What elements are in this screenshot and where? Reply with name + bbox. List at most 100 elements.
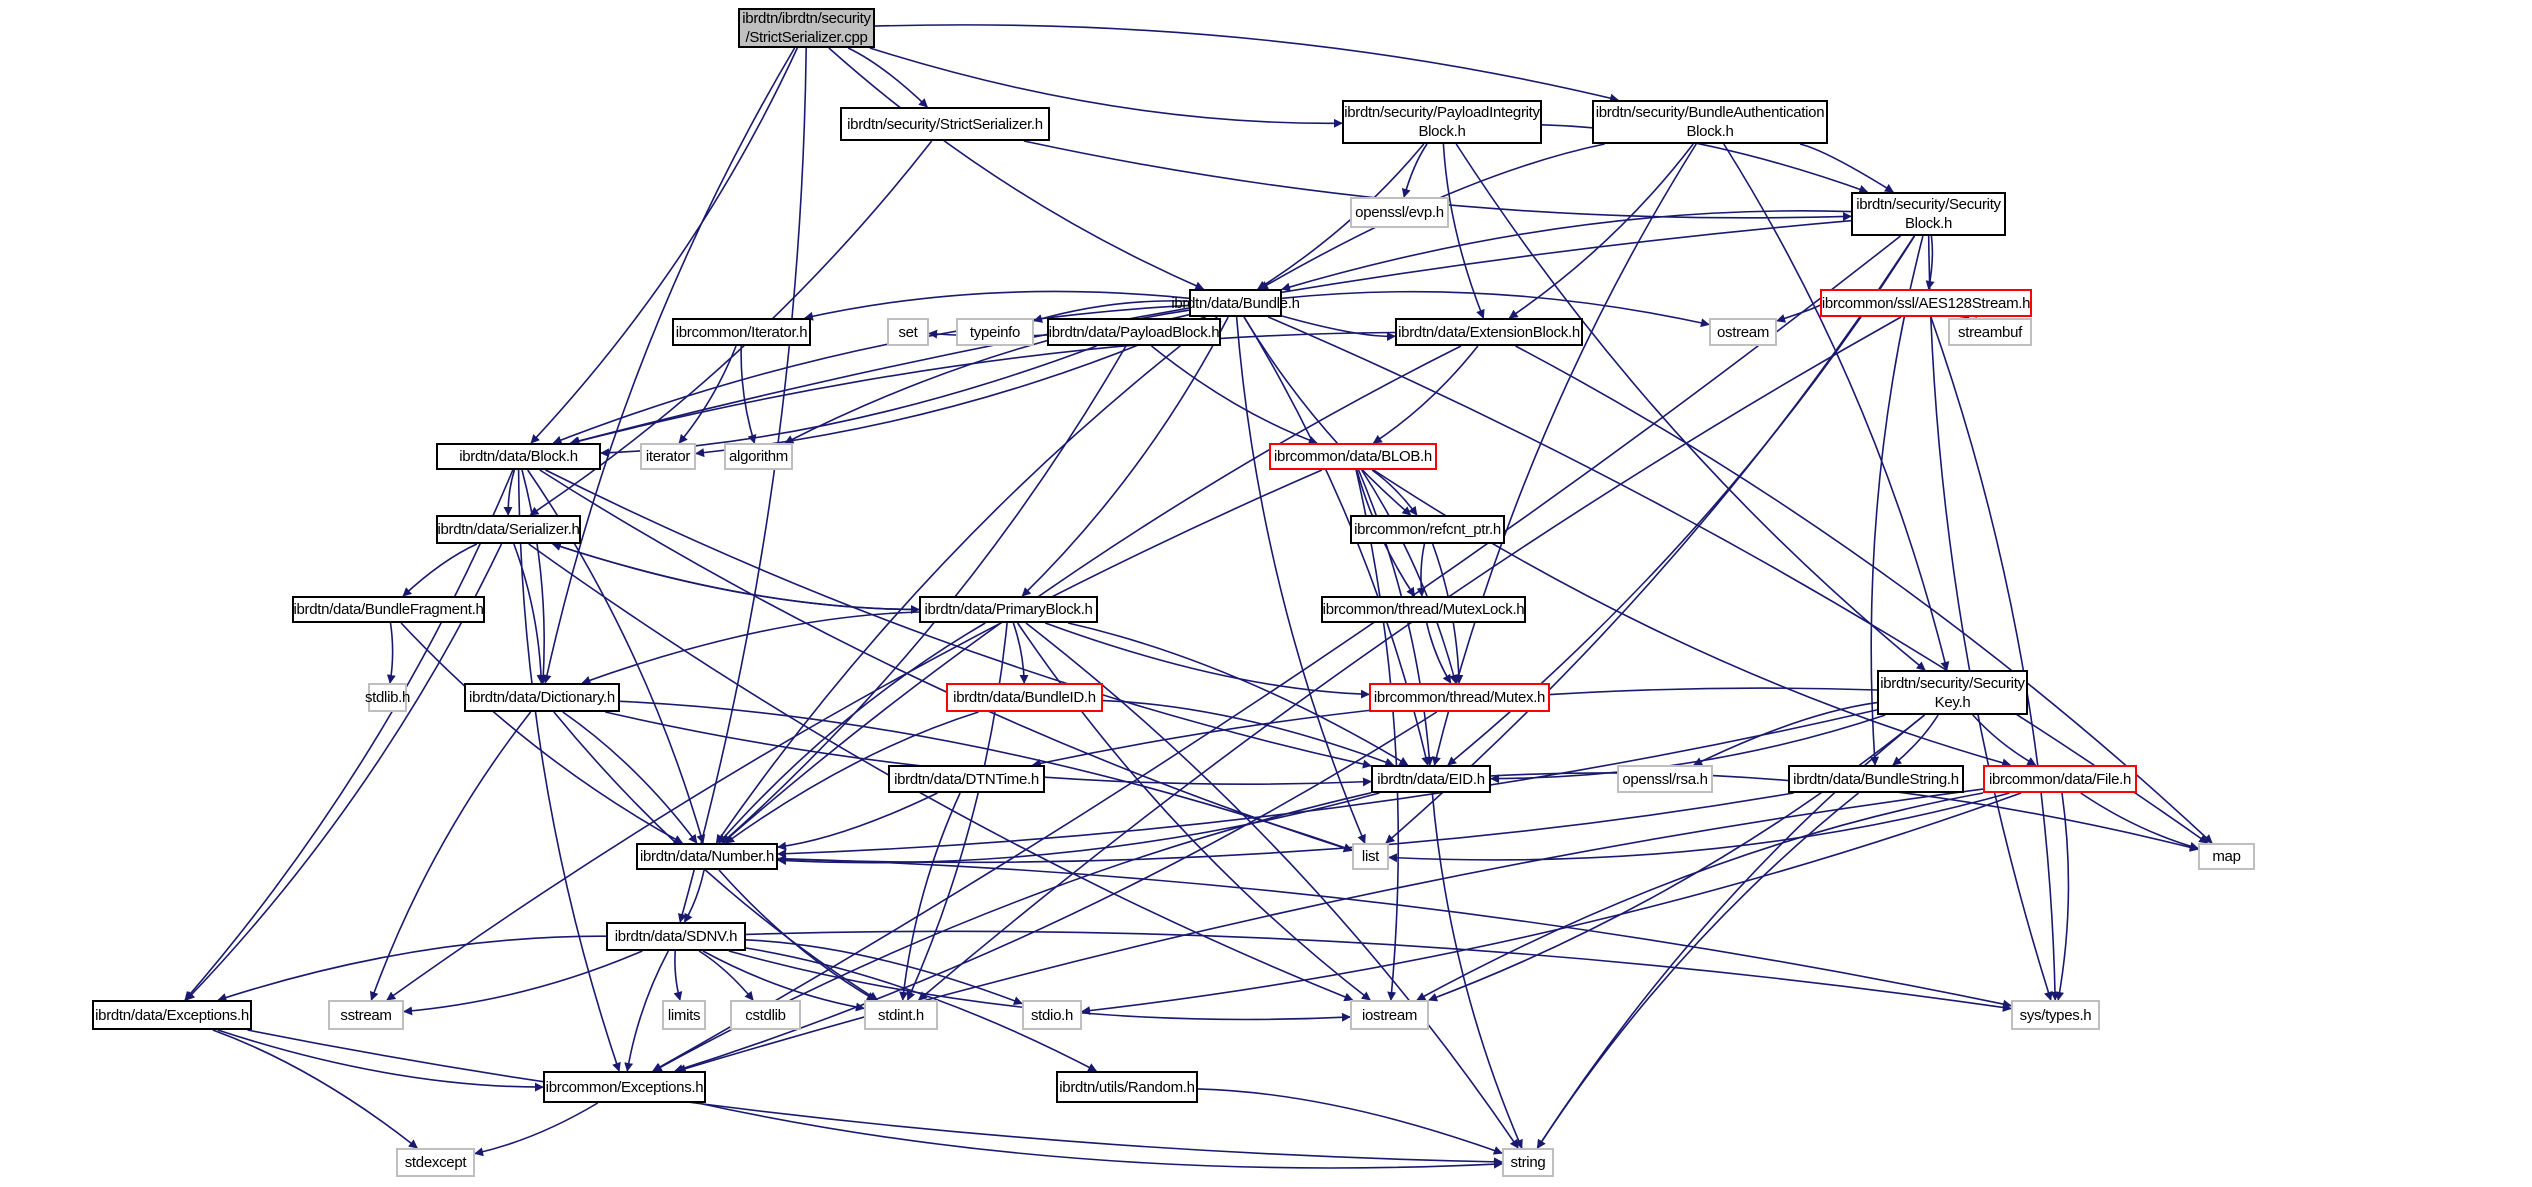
edge-number-to-sdnv [683, 869, 705, 923]
edge-iter_h-to-algorithm [740, 345, 757, 444]
node-ostream: ostream [1709, 318, 1777, 346]
node-securitykey-h[interactable]: ibrdtn/security/Security Key.h [1877, 670, 2028, 715]
edge-sdnv-to-cexc [624, 950, 670, 1072]
node-payloadintegrityblock-h[interactable]: ibrdtn/security/PayloadIntegrity Block.h [1342, 100, 1542, 144]
node-refcnt-ptr-h[interactable]: ibrcommon/refcnt_ptr.h [1350, 515, 1505, 544]
node-blob-h[interactable]: ibrcommon/data/BLOB.h [1269, 443, 1437, 470]
edge-primary-to-iostream [1016, 622, 1371, 1001]
edge-root-to-pib [869, 47, 1343, 128]
node-mutexlock-h[interactable]: ibrcommon/thread/MutexLock.h [1321, 596, 1526, 623]
edge-aes-to-ostream [1776, 302, 1823, 323]
node-algorithm: algorithm [724, 443, 793, 470]
edge-seckey-to-bstring [1892, 714, 1939, 766]
node-set: set [887, 318, 929, 346]
node-dictionary-h[interactable]: ibrdtn/data/Dictionary.h [464, 683, 620, 712]
node-sys-types-h: sys/types.h [2011, 1000, 2100, 1030]
node-random-h[interactable]: ibrdtn/utils/Random.h [1056, 1071, 1198, 1103]
edge-dictionary-to-stdint [553, 711, 879, 1001]
edge-bundle-to-number [715, 316, 1218, 844]
node-securityblock-h[interactable]: ibrdtn/security/Security Block.h [1851, 192, 2006, 236]
edge-secblock-to-cexc [652, 235, 1901, 1072]
edge-bstring-to-number [777, 792, 1794, 864]
edge-primary-to-mutex [1045, 622, 1370, 699]
edge-extblock-to-block [570, 331, 1396, 446]
node-number-h[interactable]: ibrdtn/data/Number.h [636, 843, 778, 870]
node-file-h[interactable]: ibrcommon/data/File.h [1983, 765, 2137, 793]
node-block-h[interactable]: ibrdtn/data/Block.h [436, 443, 601, 470]
node-typeinfo: typeinfo [956, 318, 1034, 346]
node-bundlefragment-h[interactable]: ibrdtn/data/BundleFragment.h [292, 596, 485, 623]
edge-number-to-systypes [777, 857, 2012, 1009]
node-mutex-h[interactable]: ibrcommon/thread/Mutex.h [1369, 683, 1550, 712]
edge-bundle-to-extblock [1281, 315, 1396, 342]
edge-seckey-to-iostream [1428, 714, 1926, 1002]
node-bundleauthenticationblock-h[interactable]: ibrdtn/security/BundleAuthentication Blo… [1592, 100, 1828, 144]
node-bundleid-h[interactable]: ibrdtn/data/BundleID.h [946, 683, 1103, 712]
node-ibrcommon-exceptions-h[interactable]: ibrcommon/Exceptions.h [543, 1071, 706, 1103]
edge-cexc-to-string [697, 1102, 1503, 1169]
edge-primary-to-stdint [906, 622, 1008, 1001]
edge-cexc-to-stdexcept [474, 1102, 599, 1157]
node-extensionblock-h[interactable]: ibrdtn/data/ExtensionBlock.h [1395, 318, 1583, 346]
edge-serializer-to-fragment [402, 543, 478, 597]
edge-dexc-to-cexc [217, 1029, 544, 1092]
node-sdnv-h[interactable]: ibrdtn/data/SDNV.h [606, 922, 746, 951]
edge-root-to-strictser_h [847, 47, 928, 108]
edge-mutex-to-cexc [674, 711, 1438, 1073]
edge-extblock-to-number [721, 345, 1462, 844]
node-aes128stream-h[interactable]: ibrcommon/ssl/AES128Stream.h [1820, 289, 2032, 317]
edge-aes-to-stdint [918, 316, 1902, 1001]
node-cstdlib: cstdlib [730, 1000, 801, 1030]
edge-sdnv-to-limits [673, 950, 683, 1001]
node-payloadblock-h[interactable]: ibrdtn/data/PayloadBlock.h [1047, 318, 1221, 346]
edge-seckey-to-number [777, 709, 1878, 859]
edge-sdnv-to-stdio [745, 939, 1023, 1005]
edge-sdnv-to-stdint [702, 950, 865, 1012]
node-ibrcommon-iterator-h[interactable]: ibrcommon/Iterator.h [672, 318, 811, 346]
node-dtntime-h[interactable]: ibrdtn/data/DTNTime.h [888, 765, 1045, 793]
edge-bundle-to-iter_h [804, 290, 1190, 321]
node-bundlestring-h[interactable]: ibrdtn/data/BundleString.h [1788, 765, 1964, 793]
node-stdio-h: stdio.h [1022, 1000, 1082, 1030]
edge-sdnv-to-cstdlib [698, 950, 754, 1001]
node-security-strictserializer-h[interactable]: ibrdtn/security/StrictSerializer.h [840, 107, 1050, 141]
edge-dtntime-to-number [777, 792, 938, 851]
edge-file-to-list [1388, 792, 2010, 863]
edge-seckey-to-rsa [1693, 701, 1878, 766]
edge-sdnv-to-sstream [403, 950, 643, 1016]
edge-pib-to-seckey [1455, 143, 1926, 671]
edge-blob-to-iostream [1355, 469, 1400, 1001]
edge-bab-to-bundle [1259, 143, 1605, 290]
edge-block-to-dexc [184, 469, 514, 1001]
node-streambuf: streambuf [1948, 318, 2032, 346]
edge-root-to-sdnv [677, 47, 807, 923]
edge-extblock-to-blob [1372, 345, 1479, 444]
edge-bab-to-seckey [1723, 143, 1950, 671]
node-data-exceptions-h[interactable]: ibrdtn/data/Exceptions.h [92, 1000, 252, 1030]
node-iostream: iostream [1350, 1000, 1429, 1030]
node-openssl-rsa-h: openssl/rsa.h [1617, 765, 1713, 793]
edge-bundle-to-ostream [1281, 290, 1710, 328]
edge-bundle-to-list [1235, 316, 1366, 844]
node-primaryblock-h[interactable]: ibrdtn/data/PrimaryBlock.h [919, 596, 1098, 623]
edge-random-to-string [1197, 1088, 1503, 1155]
edge-bundle-to-refcnt [1243, 316, 1412, 516]
edge-dtntime-to-stdint [899, 792, 961, 1001]
edge-blob-to-sstream [386, 469, 1323, 1001]
edge-sdnv-to-dexc [217, 935, 607, 1002]
node-bundle-h[interactable]: ibrdtn/data/Bundle.h [1171, 289, 1300, 317]
edge-eid-to-number [777, 792, 1380, 866]
edge-primary-to-dictionary [581, 611, 920, 685]
edge-eid-to-string [1431, 792, 1523, 1149]
edge-block-to-serializer [503, 469, 516, 516]
edge-sdnv-to-systypes [745, 930, 2012, 1012]
node-strictserializer-cpp[interactable]: ibrdtn/ibrdtn/security /StrictSerializer… [738, 8, 875, 48]
edge-mutexlock-to-mutex [1425, 622, 1452, 684]
edge-dictionary-to-number [562, 711, 698, 844]
node-openssl-evp-h: openssl/evp.h [1350, 197, 1449, 228]
node-sstream: sstream [328, 1000, 404, 1030]
edge-extblock-to-map [1515, 345, 2213, 844]
node-eid-h[interactable]: ibrdtn/data/EID.h [1371, 765, 1491, 793]
edge-pib-to-extblock [1442, 143, 1485, 319]
node-serializer-h[interactable]: ibrdtn/data/Serializer.h [436, 515, 581, 544]
